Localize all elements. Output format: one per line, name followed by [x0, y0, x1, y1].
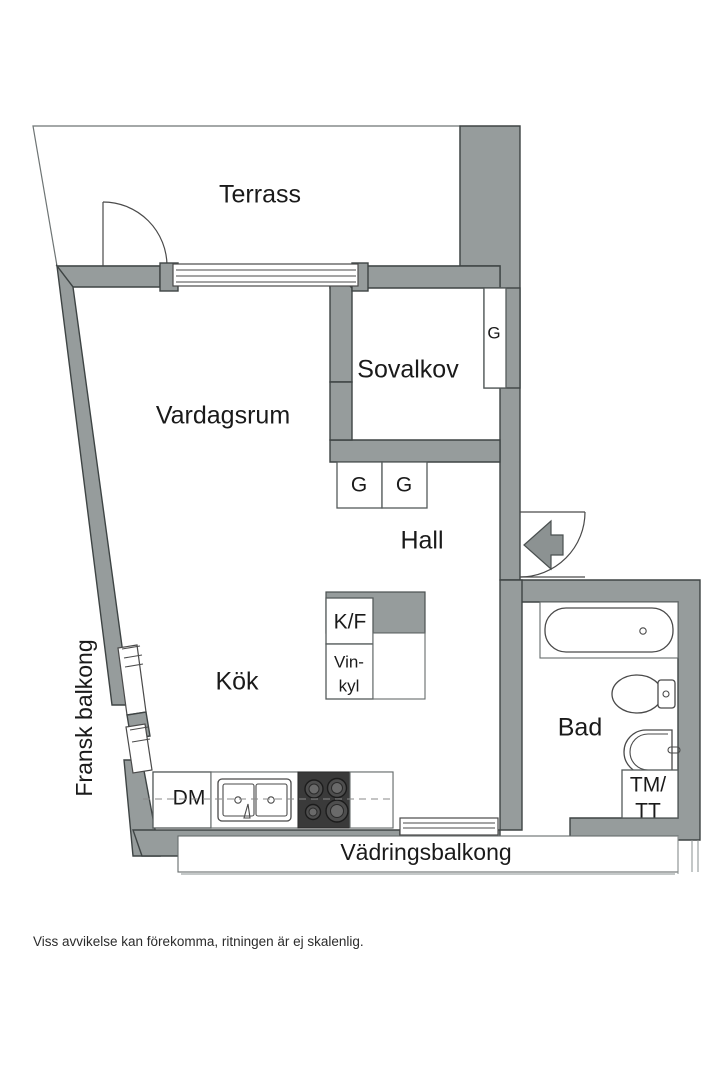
- bathroom-fixtures: TM/ TT: [539, 601, 681, 823]
- terrace-window: [159, 262, 369, 292]
- room-label-vardagsrum: Vardagsrum: [156, 402, 290, 430]
- french-balcony-windows: [117, 644, 153, 774]
- room-labels: Terrass Vardagsrum Sovalkov Hall Kök Bad…: [71, 181, 602, 865]
- laundry-box: [621, 769, 679, 819]
- wine-cooler-box: [325, 643, 374, 700]
- room-label-terrass: Terrass: [219, 181, 301, 209]
- dishwasher-label: DM: [173, 787, 206, 810]
- kitchen-island: K/F Vin- kyl: [325, 591, 426, 700]
- terrace-door-swing: [102, 201, 168, 267]
- laundry-label-line1: TM/: [630, 774, 666, 797]
- cooktop-icon: [304, 777, 349, 823]
- room-label-sovalkov: Sovalkov: [357, 356, 459, 384]
- closet-sovalkov-right: G: [483, 287, 521, 389]
- kitchen-sink-icon: [217, 778, 292, 822]
- island-counter: [372, 632, 426, 700]
- entrance-arrow-icon: [523, 519, 564, 571]
- room-label-kok: Kök: [215, 668, 259, 696]
- entrance-door: [519, 511, 586, 578]
- balcony-window: [399, 817, 499, 836]
- airing-balcony-outline: [177, 835, 679, 875]
- closet-hall-right-box: [381, 461, 428, 509]
- wine-cooler-label-line1: Vin-: [334, 652, 364, 671]
- fridge-freezer-label: K/F: [334, 611, 367, 634]
- closet-label-g-left: G: [351, 474, 367, 497]
- room-label-fransk-balkong: Fransk balkong: [71, 639, 97, 796]
- bathtub-icon: [544, 607, 674, 653]
- room-label-vadringsbalkong: Vädringsbalkong: [340, 839, 511, 865]
- closet-label-g-bedroom: G: [487, 323, 500, 342]
- kitchen-counter-run: DM: [143, 771, 394, 829]
- closet-hall-left-box: [336, 461, 383, 509]
- disclaimer-caption: Viss avvikelse kan förekomma, ritningen …: [33, 934, 364, 949]
- laundry-label-line2: TT: [635, 800, 661, 823]
- washbasin-icon: [623, 729, 681, 775]
- closet-label-g-right: G: [396, 474, 412, 497]
- riser-marks: [691, 840, 699, 872]
- room-label-hall: Hall: [400, 527, 443, 555]
- room-label-bad: Bad: [558, 714, 602, 742]
- fridge-freezer-box: [325, 597, 374, 645]
- counter-plain: [349, 771, 394, 829]
- wine-cooler-label-line2: kyl: [339, 676, 360, 695]
- toilet-icon: [611, 674, 676, 714]
- closets-hall: G G: [336, 461, 428, 509]
